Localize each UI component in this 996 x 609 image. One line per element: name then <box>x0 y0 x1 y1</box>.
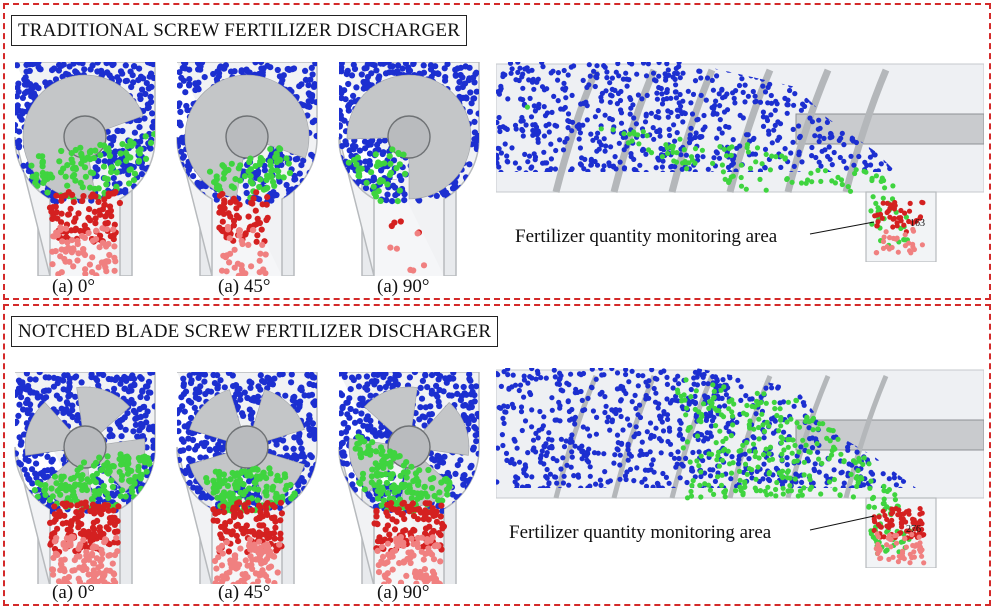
cross-section-45deg <box>172 62 322 276</box>
pink-particles <box>218 223 269 276</box>
monitoring-count: 163 <box>910 218 925 229</box>
panel-title: NOTCHED BLADE SCREW FERTILIZER DISCHARGE… <box>11 316 499 347</box>
green-particles <box>674 377 872 501</box>
pink-particles <box>873 226 925 256</box>
panel-title: TRADITIONAL SCREW FERTILIZER DISCHARGER <box>11 15 468 46</box>
red-particles <box>210 499 285 556</box>
pink-particles <box>374 534 444 584</box>
side-view-simulation <box>496 368 984 568</box>
green-particles <box>524 104 854 194</box>
pink-particles <box>873 531 927 566</box>
monitoring-count: 276 <box>906 524 921 535</box>
pink-particles <box>211 536 283 584</box>
screw-flight <box>842 68 890 193</box>
screw-flight <box>843 375 889 499</box>
pink-particles <box>387 230 428 274</box>
green-particles <box>345 146 409 205</box>
red-particles <box>872 199 926 235</box>
figure-caption: (a) 90° <box>377 582 430 603</box>
green-particles <box>352 433 453 515</box>
figure-caption: (a) 45° <box>218 276 271 297</box>
green-particles <box>206 145 294 201</box>
figure-caption: (a) 90° <box>377 276 430 297</box>
annotation-leader <box>809 221 875 235</box>
shaft-hub <box>225 115 269 159</box>
monitoring-area-label: Fertilizer quantity monitoring area <box>509 522 772 543</box>
cross-section-45deg <box>172 372 322 584</box>
pink-particles <box>49 533 121 584</box>
cross-section-90deg <box>334 372 484 584</box>
red-particles <box>388 218 422 236</box>
figure-caption: (a) 0° <box>52 276 95 297</box>
green-particles <box>28 131 156 203</box>
screw-flight <box>669 375 715 499</box>
figure-caption: (a) 45° <box>218 582 271 603</box>
shaft-hub <box>387 115 431 159</box>
notched-discharger-panel: NOTCHED BLADE SCREW FERTILIZER DISCHARGE… <box>3 304 991 606</box>
cross-section-90deg <box>334 62 484 276</box>
pink-particles <box>49 224 119 276</box>
monitoring-area-label: Fertilizer quantity monitoring area <box>515 226 778 247</box>
shaft-hub <box>63 425 107 469</box>
annotation-leader <box>809 515 875 531</box>
green-particles <box>31 451 153 515</box>
screw-flight <box>784 68 832 193</box>
figure-caption: (a) 0° <box>52 582 95 603</box>
shaft <box>795 419 984 451</box>
shaft-hub <box>225 425 269 469</box>
cross-section-0deg <box>10 372 160 584</box>
side-view-simulation <box>496 62 984 262</box>
screw-flight <box>610 68 658 193</box>
cross-section-0deg <box>10 62 160 276</box>
traditional-discharger-panel: TRADITIONAL SCREW FERTILIZER DISCHARGER <box>3 3 991 300</box>
